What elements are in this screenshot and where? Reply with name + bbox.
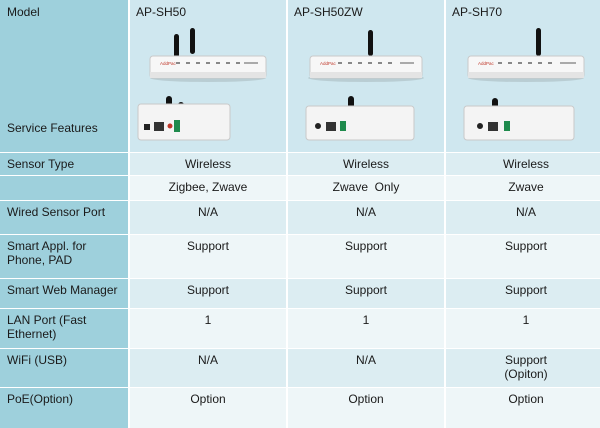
table-cell: 1 [446, 309, 600, 348]
table-cell: Zwave [446, 176, 600, 200]
router-back-image [305, 96, 415, 141]
table-cell: Wireless [288, 153, 444, 175]
row-label-sensor-protocol [0, 176, 128, 200]
router-front-image: AddPac [308, 30, 424, 82]
router-front-image: AddPac [467, 28, 585, 82]
table-cell: Support [288, 235, 444, 278]
brand-logo: AddPac [320, 61, 337, 66]
table-cell: Option [130, 388, 286, 428]
table-cell: N/A [446, 201, 600, 234]
model-header-ap-sh70: AP-SH70 AddPac [446, 0, 600, 152]
service-features-title: Service Features [7, 121, 98, 135]
table-cell: Support (Opiton) [446, 349, 600, 387]
model-name: AP-SH50 [136, 5, 187, 19]
table-cell: N/A [130, 349, 286, 387]
row-label-sensor-type: Sensor Type [0, 153, 128, 175]
row-label-wifi-usb: WiFi (USB) [0, 349, 128, 387]
table-cell: Option [288, 388, 444, 428]
row-label-wired-sensor-port: Wired Sensor Port [0, 201, 128, 234]
table-cell: Wireless [130, 153, 286, 175]
router-back-image [137, 96, 231, 141]
model-column-title: Model [7, 5, 40, 19]
table-cell: Zwave Only [288, 176, 444, 200]
table-cell: Zigbee, Zwave [130, 176, 286, 200]
table-cell: Wireless [446, 153, 600, 175]
table-cell: Support [446, 279, 600, 308]
table-cell: Option [446, 388, 600, 428]
table-cell: N/A [288, 349, 444, 387]
table-cell: 1 [130, 309, 286, 348]
row-label-poe-option: PoE(Option) [0, 388, 128, 428]
table-cell: N/A [130, 201, 286, 234]
model-name: AP-SH50ZW [294, 5, 363, 19]
row-label-smart-appl: Smart Appl. for Phone, PAD [0, 235, 128, 278]
table-cell: 1 [288, 309, 444, 348]
table-cell: Support [130, 279, 286, 308]
row-label-smart-web-manager: Smart Web Manager [0, 279, 128, 308]
table-cell: Support [288, 279, 444, 308]
router-front-image: AddPac [149, 28, 267, 82]
row-label-lan-port: LAN Port (Fast Ethernet) [0, 309, 128, 348]
brand-logo: AddPac [160, 61, 177, 66]
header-label-cell: Model Service Features [0, 0, 128, 152]
table-cell: N/A [288, 201, 444, 234]
brand-logo: AddPac [478, 61, 495, 66]
table-cell: Support [446, 235, 600, 278]
model-header-ap-sh50zw: AP-SH50ZW AddPac [288, 0, 444, 152]
model-header-ap-sh50: AP-SH50 AddPac [130, 0, 286, 152]
model-name: AP-SH70 [452, 5, 503, 19]
table-cell: Support [130, 235, 286, 278]
router-back-image [463, 98, 575, 141]
